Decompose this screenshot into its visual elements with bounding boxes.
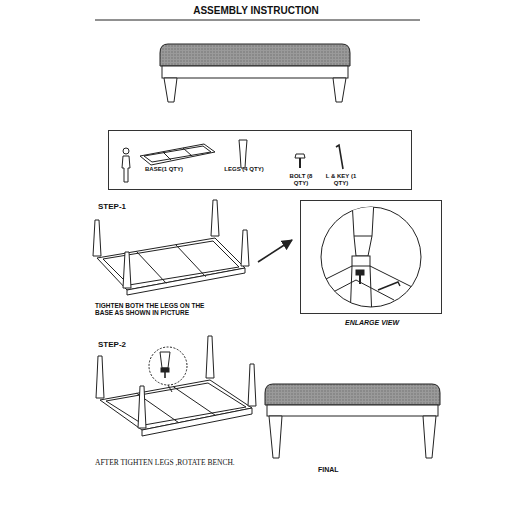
illustration-line (176, 245, 206, 277)
enlarge-view-box: ENLARGE VIEW (300, 200, 442, 314)
illustration-line (138, 386, 146, 428)
part-label: L & KEY (1 QTY) (325, 173, 357, 187)
illustration-line (206, 336, 214, 378)
illustration-line (100, 380, 252, 430)
illustration-line (354, 236, 372, 237)
illustration-line (423, 416, 436, 458)
illustration-line (160, 44, 350, 66)
bench-top-view (160, 44, 350, 102)
illustration-line (161, 368, 169, 372)
illustration-line (173, 387, 215, 416)
step2-base (96, 336, 256, 436)
part-label: BASE(1 QTY) (134, 166, 194, 173)
illustration-line (160, 352, 170, 368)
illustration-line (127, 268, 245, 295)
illustration-line (295, 154, 305, 158)
enlarge-detail (300, 200, 430, 320)
illustration-line (318, 280, 394, 300)
view-caption: ENLARGE VIEW (301, 319, 443, 327)
parts-list-box: BASE(1 QTY) LEGS (4 QTY) BOLT (8 QTY) L & K… (108, 130, 412, 190)
illustration-line (359, 275, 361, 284)
illustration-line (93, 220, 101, 256)
illustration-line (241, 230, 249, 266)
part-label: BOLT (8 QTY) (284, 173, 318, 187)
illustration-line (352, 256, 370, 266)
illustration-line (164, 372, 166, 378)
illustration-line (162, 66, 348, 78)
illustration-line (149, 347, 187, 385)
step-heading: STEP-1 (98, 202, 168, 211)
illustration-line (300, 200, 430, 320)
illustration-line (352, 200, 374, 256)
bench-final (265, 384, 440, 458)
illustration-line (336, 145, 343, 169)
illustration-line (123, 252, 131, 288)
illustration-line (144, 146, 211, 162)
illustration-line (269, 416, 282, 458)
illustration-line (265, 384, 440, 405)
illustration-line (378, 282, 400, 290)
instruction-note: AFTER TIGHTEN LEGS ,ROTATE BENCH. (95, 459, 245, 468)
illustration-line (163, 152, 171, 160)
illustration-line (333, 78, 346, 102)
zoom-arrow (258, 240, 292, 262)
illustration-line (123, 148, 129, 154)
illustration-line (248, 364, 256, 406)
illustration-line (300, 266, 430, 320)
title-rule (95, 20, 420, 21)
instruction-note: TIGHTEN BOTH THE LEGS ON THE BASE AS SHO… (95, 302, 223, 317)
illustration-line (211, 200, 219, 236)
illustration-line (96, 356, 104, 398)
illustration-line (239, 140, 247, 168)
step-heading: STEP-2 (98, 340, 168, 349)
illustration-line (356, 270, 364, 275)
illustration-line (93, 20, 440, 458)
illustration-line (136, 251, 166, 283)
step1-base (93, 200, 249, 295)
illustration-line (299, 158, 301, 168)
page-title: ASSEMBLY INSTRUCTION (0, 5, 512, 17)
illustration-line (168, 385, 172, 392)
part-label: LEGS (4 QTY) (214, 166, 274, 173)
final-label: FINAL (318, 466, 378, 474)
illustration-line (164, 78, 177, 102)
illustration-line (106, 383, 246, 425)
illustration-line (183, 148, 192, 156)
illustration-line (267, 405, 438, 416)
illustration-line (122, 156, 130, 182)
illustration-line (140, 144, 215, 165)
